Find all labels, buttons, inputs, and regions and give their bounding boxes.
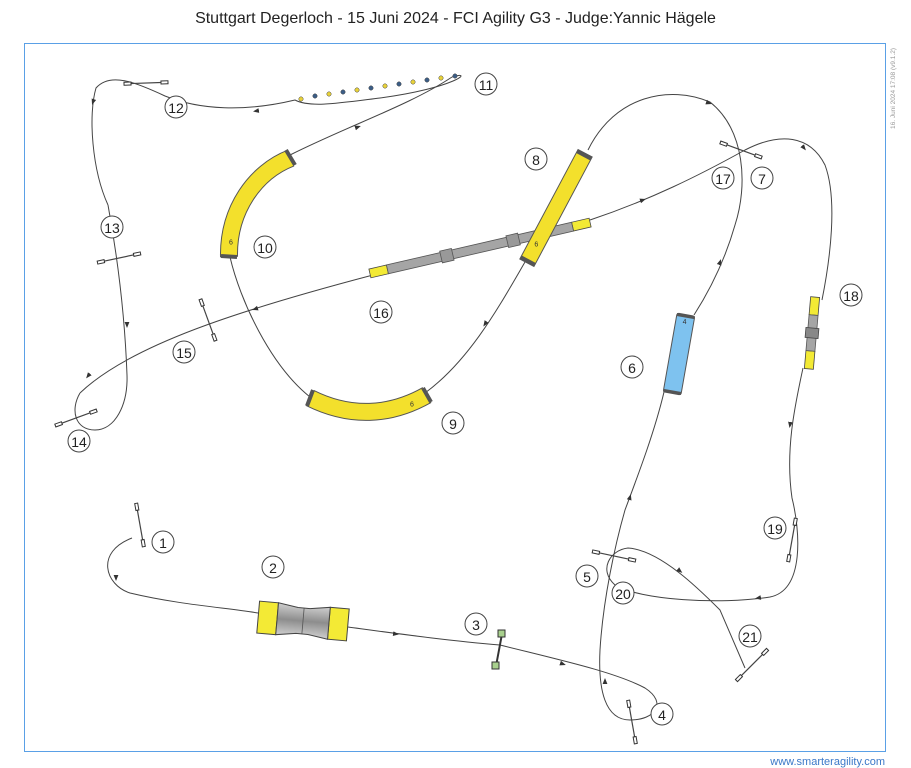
path-segment-6-7 — [587, 94, 743, 316]
direction-arrows — [86, 98, 806, 684]
tunnel-10: 6 — [219, 148, 297, 259]
course-title: Stuttgart Degerloch - 15 Juni 2024 - FCI… — [195, 10, 716, 27]
path-segment-16-17 — [589, 138, 833, 301]
number-marker-4: 4 — [650, 702, 674, 726]
number-marker-11: 11 — [474, 72, 498, 96]
path-segment-18-19 — [606, 367, 804, 669]
svg-text:3: 3 — [472, 617, 480, 633]
svg-text:10: 10 — [257, 240, 273, 256]
svg-text:9: 9 — [449, 416, 457, 432]
arrow — [788, 421, 793, 428]
path-segment-12-14 — [74, 204, 128, 431]
number-marker-9: 9 — [441, 411, 465, 435]
number-marker-3: 3 — [464, 612, 488, 636]
arrow — [86, 372, 92, 379]
path-segment-8-9 — [424, 261, 526, 394]
path-segment-14-16 — [79, 274, 374, 394]
jump-19 — [786, 517, 798, 563]
number-marker-6: 6 — [620, 355, 644, 379]
path-segment-4-5 — [599, 391, 665, 651]
arena-border — [24, 43, 886, 752]
svg-text:2: 2 — [269, 560, 277, 576]
svg-text:17: 17 — [715, 171, 731, 187]
dogwalk-16 — [368, 217, 592, 279]
svg-text:16: 16 — [373, 305, 389, 321]
svg-text:11: 11 — [479, 77, 494, 93]
number-markers: 1 2 3 4 5 6 7 8 9 10 11 12 13 14 15 16 1… — [67, 72, 863, 726]
path-segment-3-4 — [499, 644, 658, 721]
number-marker-16: 16 — [369, 300, 393, 324]
svg-text:1: 1 — [159, 535, 167, 551]
arrow — [253, 108, 260, 113]
svg-text:12: 12 — [168, 100, 184, 116]
number-marker-19: 19 — [763, 516, 787, 540]
svg-text:4: 4 — [658, 707, 666, 723]
path-segment-1-2 — [107, 537, 259, 614]
svg-text:19: 19 — [767, 521, 783, 537]
number-marker-21: 21 — [738, 624, 762, 648]
svg-text:13: 13 — [104, 220, 120, 236]
number-marker-18: 18 — [839, 283, 863, 307]
tunnel-8: 6 — [519, 148, 593, 268]
path-segment-2-3 — [347, 626, 501, 646]
tunnel-9: 6 — [305, 387, 433, 421]
tire-3 — [491, 629, 506, 670]
jump-1 — [134, 502, 146, 548]
number-marker-1: 1 — [151, 530, 175, 554]
tunnel-6-size-label: 4 — [683, 319, 687, 326]
jump-12 — [123, 80, 169, 86]
jumps — [54, 80, 798, 745]
tunnel-8-size-label: 6 — [534, 242, 538, 249]
arrow — [354, 125, 361, 131]
svg-text:8: 8 — [532, 152, 540, 168]
jump-7-17 — [719, 140, 763, 160]
dog-path — [74, 74, 833, 721]
jump-15 — [198, 298, 218, 342]
svg-text:21: 21 — [742, 629, 758, 645]
arrow — [559, 660, 566, 666]
number-marker-15: 15 — [172, 340, 196, 364]
jump-4 — [626, 699, 638, 745]
number-marker-8: 8 — [524, 147, 548, 171]
website-link[interactable]: www.smarteragility.com — [770, 756, 885, 768]
number-marker-7: 7 — [750, 166, 774, 190]
number-marker-10: 10 — [253, 235, 277, 259]
seesaw-18 — [803, 296, 821, 370]
number-marker-17: 17 — [711, 166, 735, 190]
svg-text:7: 7 — [758, 171, 766, 187]
weave-poles-11 — [298, 73, 458, 102]
svg-text:20: 20 — [615, 586, 631, 602]
arrow — [800, 144, 806, 151]
svg-text:18: 18 — [843, 288, 859, 304]
jump-21 — [734, 647, 770, 683]
number-marker-5: 5 — [575, 564, 599, 588]
number-marker-2: 2 — [261, 555, 285, 579]
tunnel-9-size-label: 6 — [410, 402, 414, 409]
number-marker-12: 12 — [164, 95, 188, 119]
svg-text:14: 14 — [71, 434, 87, 450]
svg-text:6: 6 — [628, 360, 636, 376]
svg-text:15: 15 — [176, 345, 192, 361]
jump-13 — [96, 251, 142, 265]
jump-14 — [54, 408, 98, 428]
number-marker-13: 13 — [100, 215, 124, 239]
path-segment-9-10 — [229, 256, 311, 398]
path-segment-11-12 — [91, 74, 462, 206]
obstacle-2-aframe — [256, 600, 350, 642]
svg-text:5: 5 — [583, 569, 591, 585]
number-marker-14: 14 — [67, 429, 91, 453]
number-marker-20: 20 — [611, 581, 635, 605]
jump-5 — [591, 549, 637, 563]
tunnel-6: 4 — [663, 312, 695, 396]
tunnel-10-size-label: 6 — [229, 240, 233, 247]
